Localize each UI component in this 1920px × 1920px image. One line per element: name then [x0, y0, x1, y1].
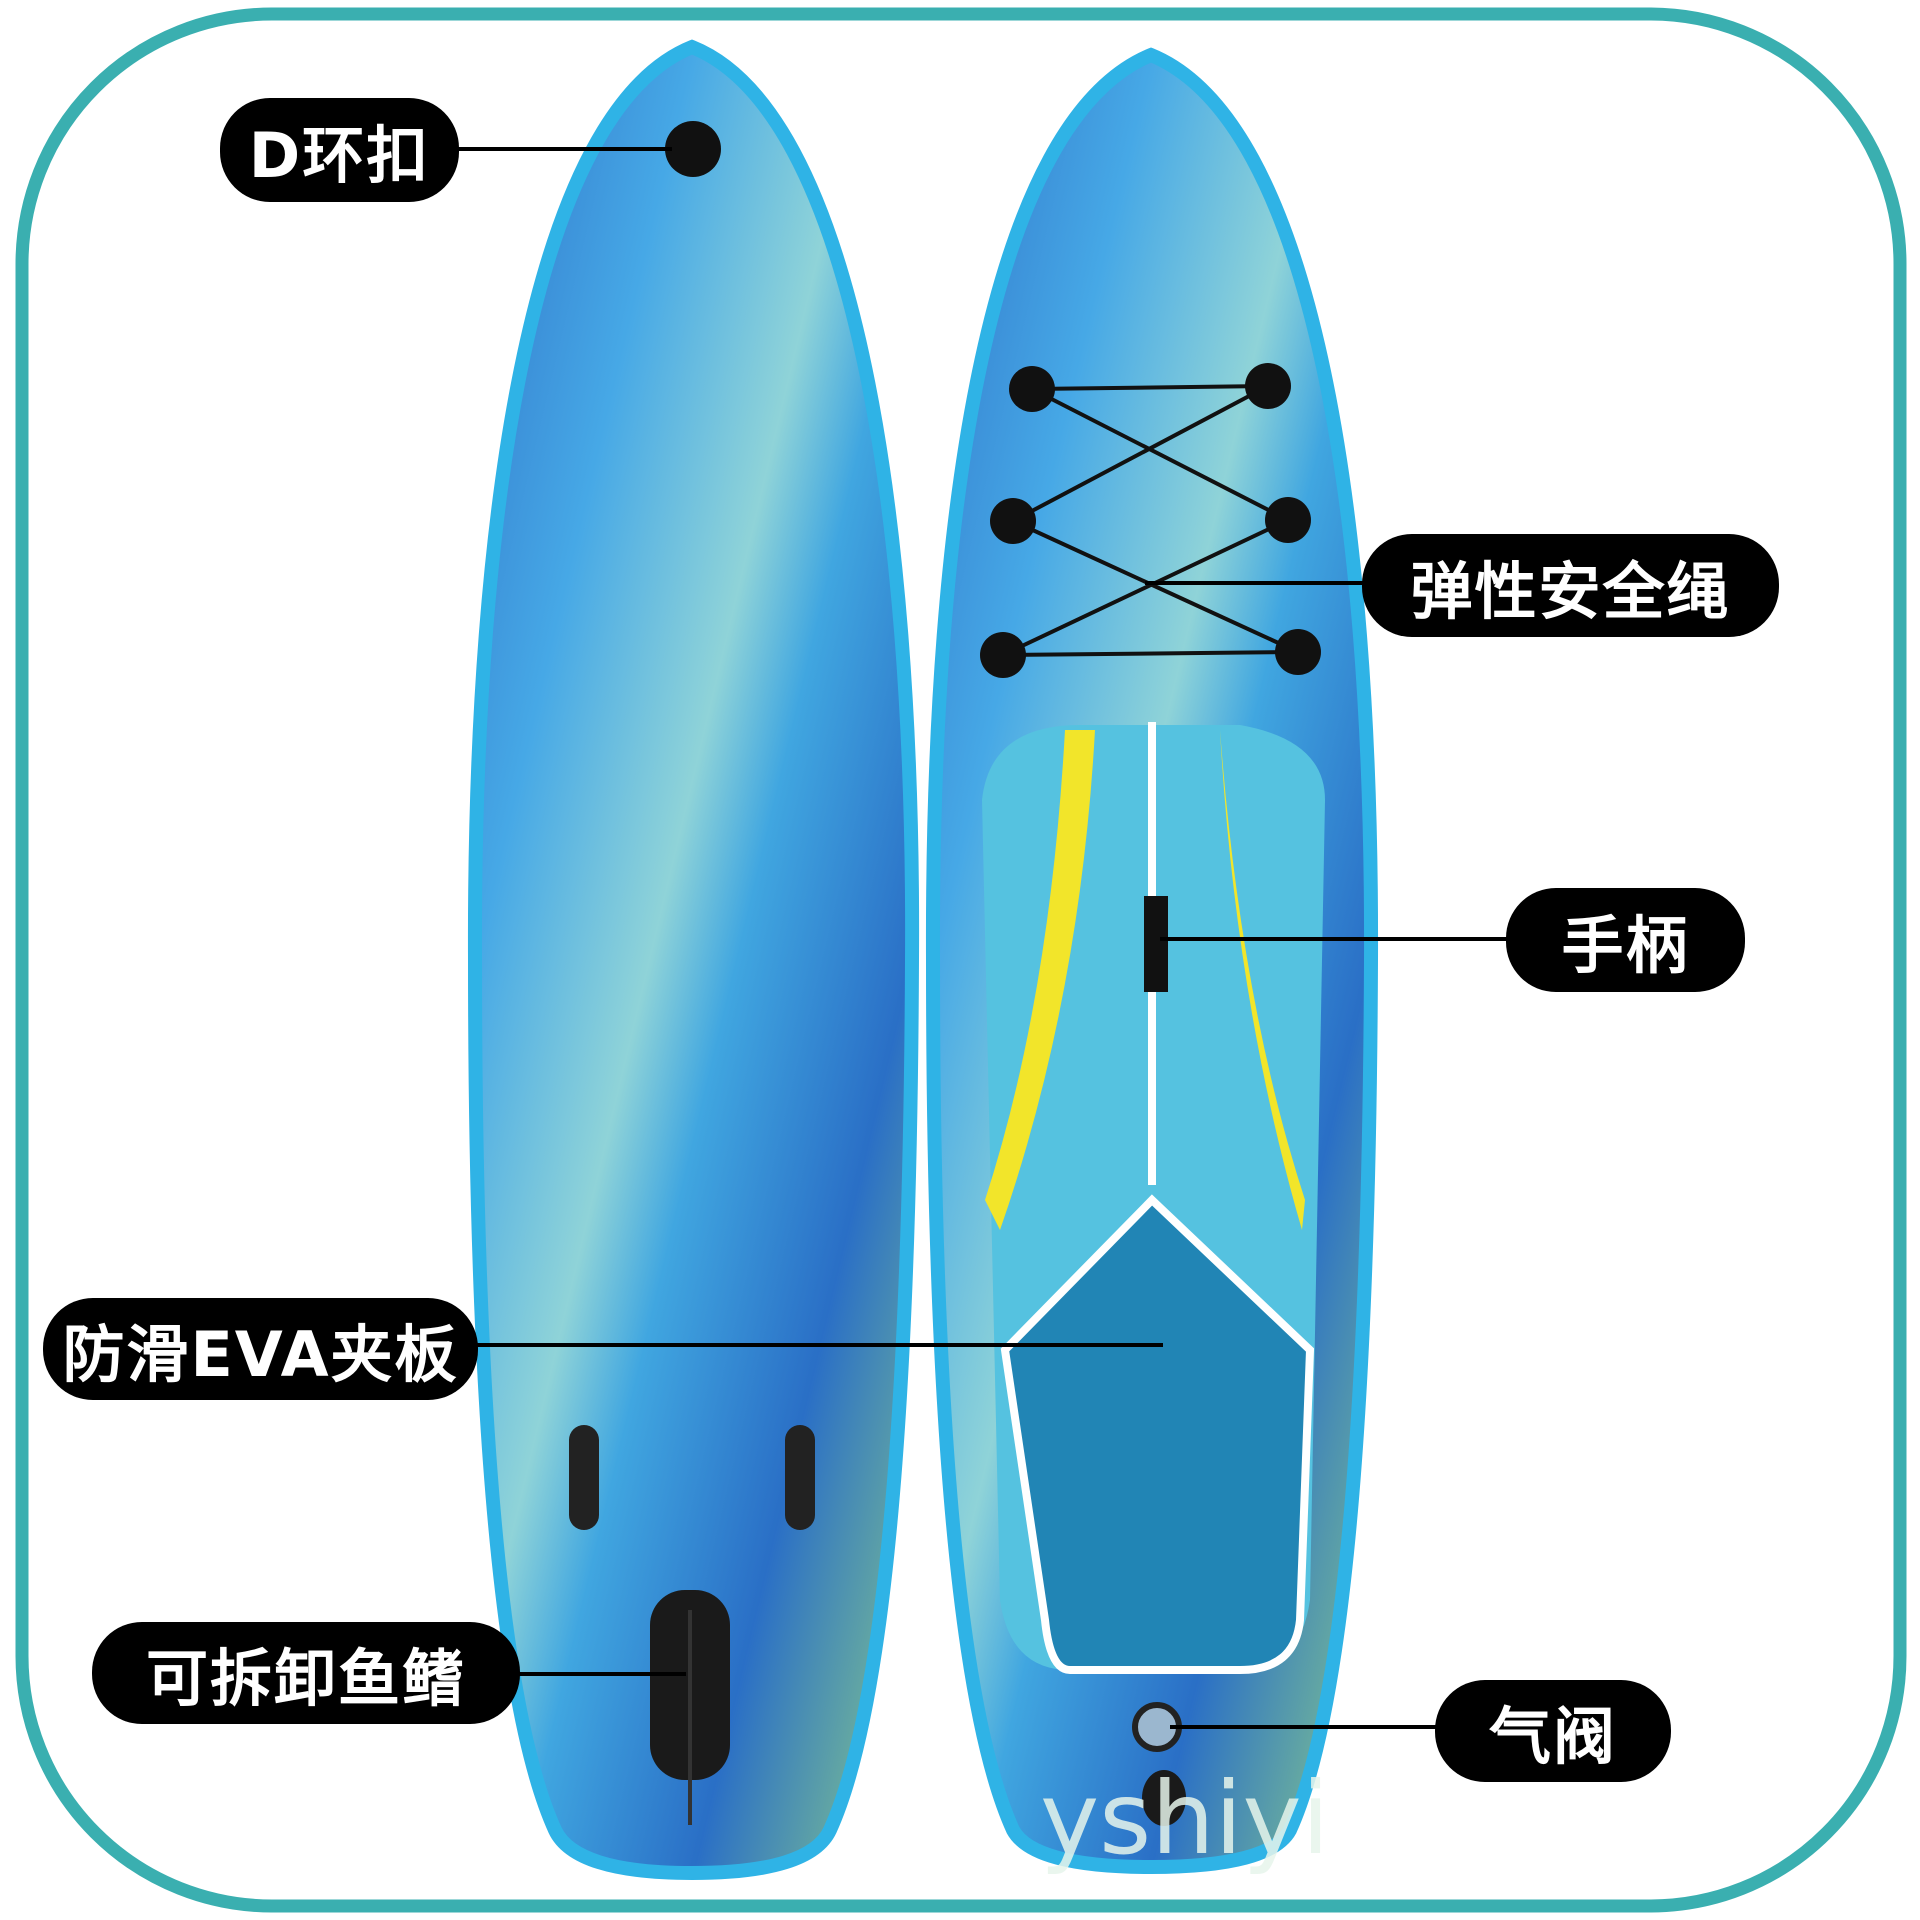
watermark: yshiyi: [1040, 1760, 1330, 1877]
stripe-left: [985, 730, 1095, 1230]
label-bungee: 弹性安全绳: [1362, 534, 1779, 637]
bungee-d-rings: [980, 363, 1321, 678]
tail-pad: [1000, 1194, 1315, 1674]
outer-frame: [15, 7, 1907, 1913]
d-ring-icon: [665, 121, 721, 177]
bungee-cord: [1002, 384, 1299, 657]
board-bottom-view: [467, 39, 920, 1881]
leash-plug-icon: [1142, 1770, 1186, 1826]
label-d-ring: D环扣: [220, 98, 459, 202]
stripe-right: [1190, 730, 1305, 1230]
fin-slot-right: [785, 1425, 815, 1530]
label-eva-pad: 防滑EVA夹板: [43, 1298, 478, 1400]
label-fin: 可拆卸鱼鳍: [92, 1622, 520, 1724]
label-valve: 气阀: [1435, 1680, 1671, 1782]
label-handle: 手柄: [1506, 888, 1745, 992]
fin-slot-left: [569, 1425, 599, 1530]
handle-icon: [1144, 896, 1168, 992]
